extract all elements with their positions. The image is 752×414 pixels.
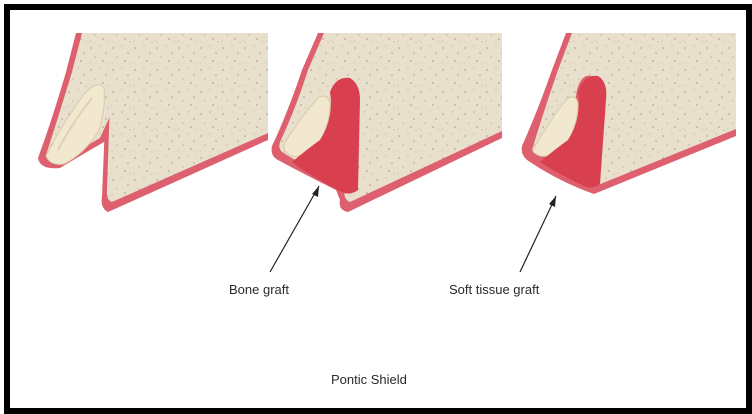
arrow-bone-graft <box>270 186 319 272</box>
bone-graft-label: Bone graft <box>229 282 289 297</box>
arrow-soft-tissue-graft <box>520 196 556 272</box>
figure-caption: Pontic Shield <box>331 372 407 387</box>
soft-tissue-graft-label: Soft tissue graft <box>449 282 539 297</box>
panel-soft-tissue-graft <box>522 33 736 194</box>
panel-socket <box>38 33 268 212</box>
panel-bone-graft <box>272 33 502 212</box>
